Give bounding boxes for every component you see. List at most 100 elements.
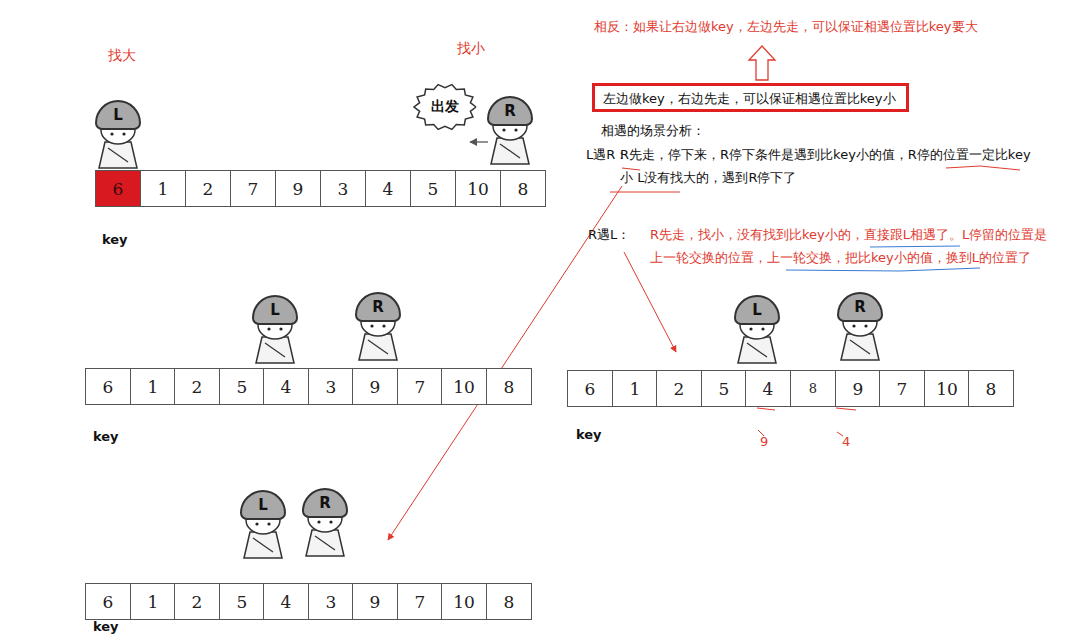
note-text: 9 [760,430,768,453]
helmet-label: R [837,292,883,322]
eye [267,522,270,525]
node-text: 1 [630,379,641,399]
node-text: 9 [853,379,864,399]
robe [491,138,529,164]
robe [244,532,282,558]
node-text: 9 [370,377,381,397]
node-text: 1 [148,377,159,397]
array-cell: 1 [130,368,176,405]
array-cell: 5 [219,368,265,405]
underline [870,246,960,247]
array-cell: 1 [140,170,186,207]
underline [946,166,1020,170]
underline [757,408,775,410]
array-cell: 8 [790,370,836,407]
note-text: R先走，停下来，R停下条件是遇到比key小的值，R停的位置一定比key小 L没有… [620,143,1038,189]
leader-line [624,252,676,352]
node-text: 5 [237,377,248,397]
node-text: 10 [936,379,958,399]
node-text: 8 [504,377,515,397]
node-text: 5 [237,592,248,612]
array-cell: 2 [185,170,231,207]
array-cell: 4 [365,170,411,207]
bubble-shape [414,85,476,130]
array-cell: 3 [308,368,354,405]
node-text: 7 [897,379,908,399]
array-cell: 7 [397,583,443,620]
array-cell: 8 [500,170,546,207]
eye [122,132,125,135]
helmet-label: L [252,295,298,325]
array-cell: 4 [263,368,309,405]
array-cell: 10 [924,370,970,407]
array-cell: 5 [410,170,456,207]
array-cell: 7 [397,368,443,405]
speech-bubble: 出发 [412,82,478,132]
robe [359,334,397,360]
underline [622,168,640,170]
eye [502,128,505,131]
node-text: 5 [428,179,439,199]
node-text: 6 [113,179,124,199]
helmet-label: R [487,96,533,126]
node-text: 2 [192,377,203,397]
array-cell: 8 [968,370,1014,407]
node-text: 3 [326,377,337,397]
node-text: L [270,301,280,319]
array-cell: 6 [85,583,131,620]
key-label: key [93,615,119,638]
node-text: 9 [370,592,381,612]
sash [368,340,388,354]
helmet-label: R [302,488,348,518]
array-cell: 4 [263,583,309,620]
node-text: 1 [148,592,159,612]
note-text: R遇L： [588,223,630,246]
node-text: 3 [326,592,337,612]
node-text: 6 [103,592,114,612]
rule-box: 左边做key，右边先走，可以保证相遇位置比key小 [592,83,909,112]
helmet-label: L [734,295,780,325]
node-text: R [504,102,516,120]
note-text: 4 [842,430,850,453]
node-text: 10 [467,179,489,199]
node-text: R [372,298,384,316]
sash [315,536,335,550]
node-text: 2 [192,592,203,612]
node-text: 5 [719,379,730,399]
array-cell: 9 [835,370,881,407]
robe [99,142,137,168]
eye [267,327,270,330]
note-text: R先走，找小，没有找到比key小的，直接跟L相遇了。L停留的位置是上一轮交换的位… [650,223,1060,269]
sash [500,144,520,158]
eye [761,327,764,330]
key-label: key [93,425,119,448]
array-cell: 6 [85,368,131,405]
array-cell: 8 [486,583,532,620]
sash [265,343,285,357]
node-text: 4 [383,179,394,199]
robe [256,337,294,363]
array-cell: 2 [174,583,220,620]
node-text: 4 [281,377,292,397]
node-text: 6 [585,379,596,399]
helmet-label: L [95,100,141,130]
eye [317,520,320,523]
underline [836,408,856,410]
array-cell: 9 [352,368,398,405]
node-text: 9 [293,179,304,199]
eye [382,324,385,327]
node-text: L [113,106,123,124]
node-text: 7 [415,592,426,612]
key-label: key [576,423,602,446]
node-text: 3 [338,179,349,199]
array-cell: 7 [230,170,276,207]
sash [747,343,767,357]
array-cell: 8 [486,368,532,405]
array-cell: 3 [308,583,354,620]
array-cell: 1 [130,583,176,620]
note-text: 相反：如果让右边做key，左边先走，可以保证相遇位置比key要大 [594,15,978,38]
node-text: 出发 [431,98,459,116]
node-text: R [319,494,331,512]
eye [370,324,373,327]
